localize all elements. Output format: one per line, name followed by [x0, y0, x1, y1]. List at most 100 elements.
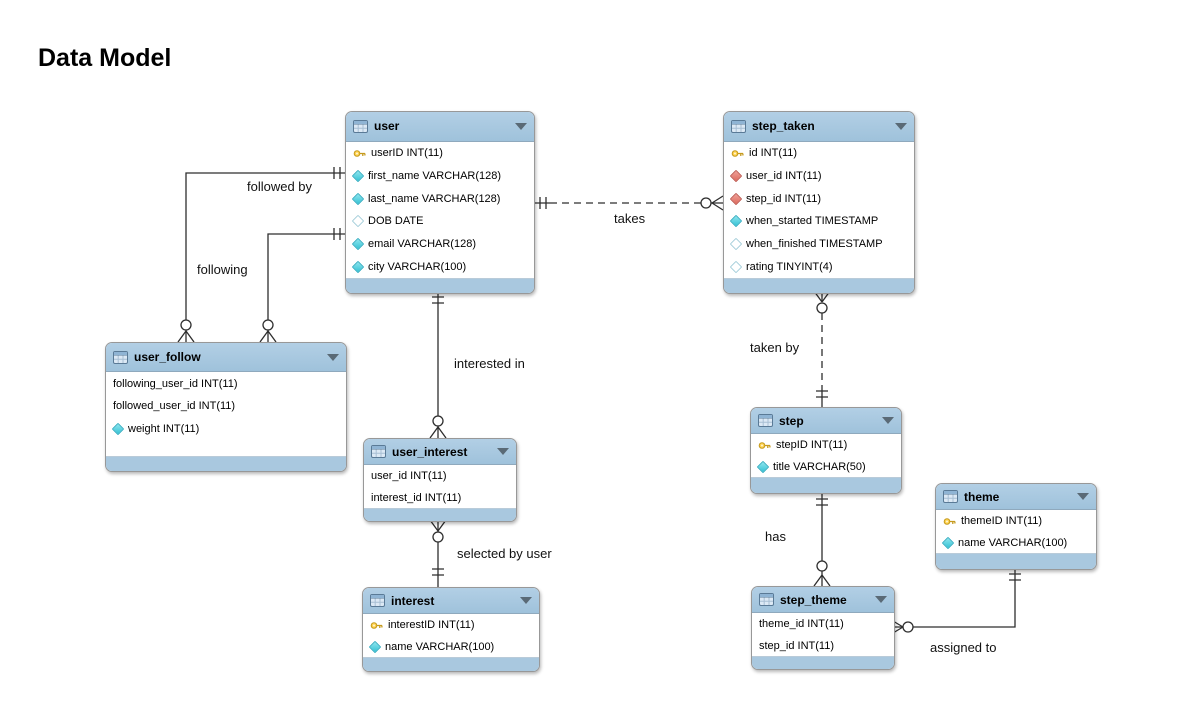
table-footer-user: [346, 278, 534, 294]
column-text: first_name VARCHAR(128): [368, 169, 502, 182]
column-text: rating TINYINT(4): [746, 260, 833, 273]
table-footer-interest: [363, 657, 539, 671]
table-header-theme: theme: [936, 484, 1096, 511]
table-step_theme[interactable]: step_theme theme_id INT(11) step_id INT(11…: [751, 586, 895, 670]
collapse-arrow-icon[interactable]: [327, 353, 339, 361]
attribute-icon: [351, 169, 365, 183]
attribute-icon: [351, 192, 365, 205]
foreign-key-icon: [729, 192, 743, 205]
table-header-step: step: [751, 408, 901, 435]
table-title: user_interest: [392, 444, 468, 459]
relationship-line-takes: [533, 195, 724, 211]
column-user-3: DOB DATE: [346, 210, 534, 233]
column-text: followed_user_id INT(11): [113, 400, 236, 413]
column-step_taken-2: step_id INT(11): [724, 187, 914, 210]
column-text: weight INT(11): [128, 422, 200, 435]
column-user-4: email VARCHAR(128): [346, 233, 534, 256]
primary-key-icon: [370, 621, 383, 629]
column-text: stepID INT(11): [776, 439, 848, 452]
column-step_taken-1: user_id INT(11): [724, 164, 914, 187]
relationship-line-following: [259, 228, 345, 343]
table-interest[interactable]: interest interestID INT(11) name VARCHAR(1…: [362, 587, 540, 672]
table-icon: [113, 350, 128, 364]
foreign-key-icon: [729, 169, 743, 183]
column-user_follow-1: followed_user_id INT(11): [106, 395, 346, 418]
column-user-5: city VARCHAR(100): [346, 255, 534, 278]
collapse-arrow-icon[interactable]: [882, 417, 894, 425]
column-step-1: title VARCHAR(50): [751, 456, 901, 477]
primary-key-icon: [353, 149, 366, 157]
attribute-icon: [111, 422, 125, 436]
table-footer-step: [751, 477, 901, 493]
column-interest-1: name VARCHAR(100): [363, 636, 539, 657]
primary-key-icon: [731, 149, 744, 157]
relationship-line-assigned-to: [892, 568, 1021, 634]
column-step_taken-3: when_started TIMESTAMP: [724, 210, 914, 233]
column-text: userID INT(11): [371, 147, 443, 160]
relationship-label-has: has: [765, 529, 786, 544]
column-text: themeID INT(11): [961, 515, 1043, 528]
table-theme[interactable]: theme themeID INT(11) name VARCHAR(100): [935, 483, 1097, 570]
collapse-arrow-icon[interactable]: [515, 122, 527, 130]
attribute-icon: [729, 215, 743, 228]
table-title: step_theme: [780, 592, 847, 607]
column-text: name VARCHAR(100): [958, 536, 1068, 549]
table-icon: [759, 593, 774, 607]
column-step_theme-1: step_id INT(11): [752, 635, 894, 656]
column-step_taken-0: id INT(11): [724, 142, 914, 165]
table-footer-step_taken: [724, 278, 914, 294]
column-text: email VARCHAR(128): [368, 238, 476, 251]
nullable-attribute-icon: [351, 215, 365, 228]
relationship-line-taken-by: [813, 290, 831, 407]
column-user_interest-0: user_id INT(11): [364, 465, 516, 486]
column-text: title VARCHAR(50): [773, 460, 866, 473]
table-header-step_theme: step_theme: [752, 587, 894, 614]
collapse-arrow-icon[interactable]: [1077, 493, 1089, 501]
column-text: user_id INT(11): [371, 470, 447, 483]
collapse-arrow-icon[interactable]: [520, 597, 532, 605]
column-theme-0: themeID INT(11): [936, 510, 1096, 531]
table-spacer: [106, 440, 346, 456]
attribute-icon: [756, 460, 770, 473]
column-user-2: last_name VARCHAR(128): [346, 187, 534, 210]
collapse-arrow-icon[interactable]: [895, 122, 907, 130]
table-step[interactable]: step stepID INT(11) title VARCHAR(50): [750, 407, 902, 494]
column-text: name VARCHAR(100): [385, 640, 495, 653]
relationship-label-takes: takes: [614, 211, 646, 226]
table-header-user_interest: user_interest: [364, 439, 516, 466]
table-title: step_taken: [752, 119, 815, 134]
table-footer-step_theme: [752, 656, 894, 669]
relationship-line-interested-in: [429, 291, 447, 439]
table-header-interest: interest: [363, 588, 539, 615]
nullable-attribute-icon: [729, 237, 743, 251]
column-text: theme_id INT(11): [759, 618, 844, 631]
attribute-icon: [941, 536, 955, 549]
table-icon: [731, 119, 746, 133]
column-text: interest_id INT(11): [371, 491, 462, 504]
column-text: interestID INT(11): [388, 619, 475, 632]
attribute-icon: [368, 640, 382, 653]
attribute-icon: [351, 237, 365, 251]
collapse-arrow-icon[interactable]: [875, 596, 887, 604]
relationship-label-interested-in: interested in: [454, 356, 525, 371]
attribute-icon: [351, 260, 365, 274]
table-title: step: [779, 413, 804, 428]
column-text: step_id INT(11): [746, 192, 821, 205]
collapse-arrow-icon[interactable]: [497, 448, 509, 456]
relationship-label-followed-by: followed by: [247, 179, 313, 194]
table-user_interest[interactable]: user_interest user_id INT(11) interest_id …: [363, 438, 517, 522]
table-icon: [353, 119, 368, 133]
table-footer-user_follow: [106, 456, 346, 472]
column-user-1: first_name VARCHAR(128): [346, 164, 534, 187]
relationship-label-taken-by: taken by: [750, 340, 800, 355]
column-text: city VARCHAR(100): [368, 260, 467, 273]
table-header-step_taken: step_taken: [724, 112, 914, 142]
column-step_taken-5: rating TINYINT(4): [724, 255, 914, 278]
table-icon: [758, 414, 773, 428]
primary-key-icon: [758, 441, 771, 449]
column-text: DOB DATE: [368, 215, 424, 228]
